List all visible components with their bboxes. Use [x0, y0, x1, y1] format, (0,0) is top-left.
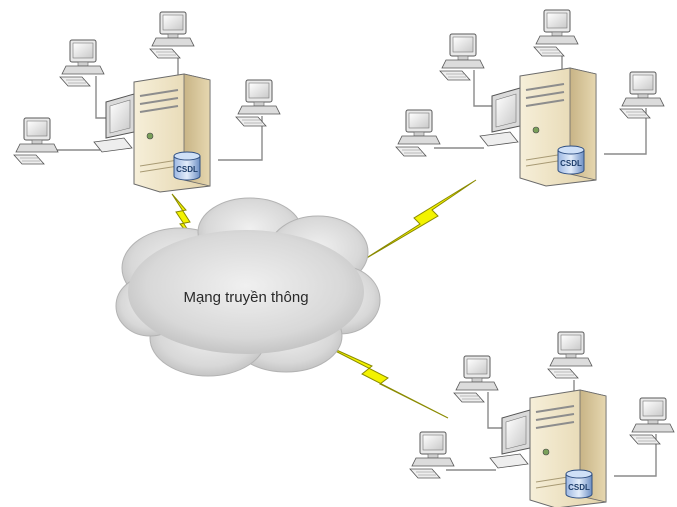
- workstation-icon: [629, 397, 675, 445]
- workstation-icon: [439, 33, 485, 81]
- workstation-icon: [59, 39, 105, 87]
- link-top-right: [359, 179, 477, 263]
- site-top-left: CSDL: [13, 11, 281, 193]
- workstation-icon: [453, 355, 499, 403]
- workstation-icon: [409, 431, 455, 479]
- site-top-right: CSDL: [395, 9, 665, 187]
- workstation-icon: [235, 79, 281, 127]
- workstation-icon: [547, 331, 593, 379]
- database-label: CSDL: [176, 165, 198, 174]
- link-bottom-right: [309, 337, 449, 419]
- network-cloud: Mạng truyền thông: [115, 197, 381, 377]
- workstation-icon: [619, 71, 665, 119]
- database-label: CSDL: [560, 159, 582, 168]
- lightning-icon: [309, 337, 449, 419]
- database-icon: CSDL: [173, 151, 201, 181]
- workstation-icon: [533, 9, 579, 57]
- network-label: Mạng truyền thông: [183, 289, 308, 306]
- database-icon: CSDL: [565, 469, 593, 499]
- site-bottom-right: CSDL: [409, 331, 675, 507]
- lightning-icon: [359, 179, 477, 263]
- workstation-icon: [13, 117, 59, 165]
- workstation-icon: [395, 109, 441, 157]
- database-label: CSDL: [568, 483, 590, 492]
- database-icon: CSDL: [557, 145, 585, 175]
- workstation-icon: [149, 11, 195, 59]
